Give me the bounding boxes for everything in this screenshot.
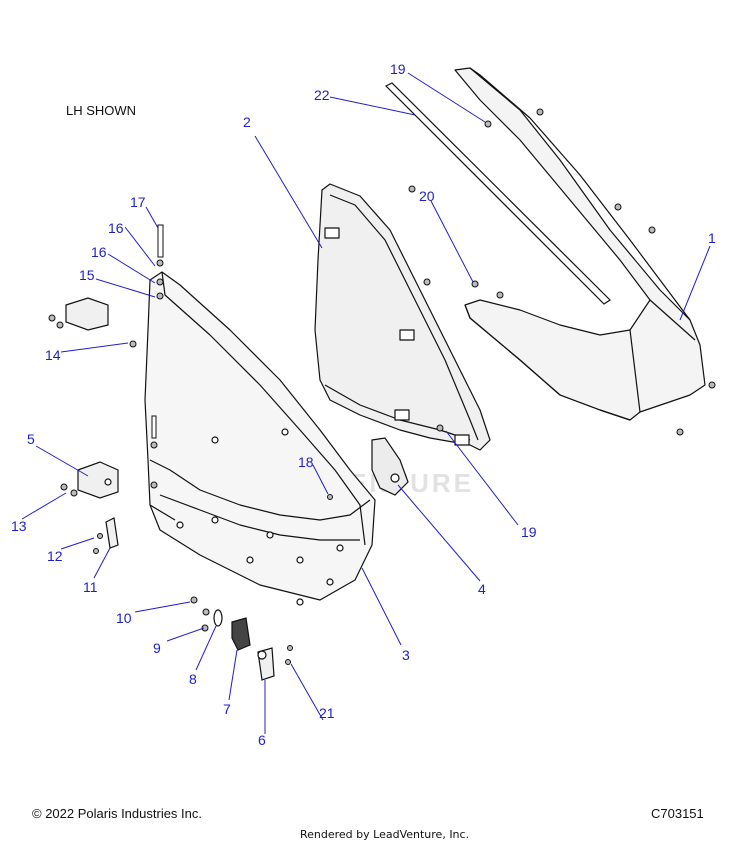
callout-12[interactable]: 12 [47,548,63,564]
callout-15[interactable]: 15 [79,267,95,283]
callout-16-lower[interactable]: 16 [91,244,107,260]
callout-13[interactable]: 13 [11,518,27,534]
callout-11[interactable]: 11 [83,579,98,595]
diagram-code: C703151 [651,806,704,821]
callout-18[interactable]: 18 [298,454,314,470]
part-2-window-panel [314,183,491,451]
part-6-striker [257,647,275,681]
part-8-ring [213,609,223,627]
callout-1[interactable]: 1 [708,230,716,246]
rendered-by-text: Rendered by LeadVenture, Inc. [300,828,470,841]
callout-16-upper[interactable]: 16 [108,220,124,236]
callout-19-upper[interactable]: 19 [390,61,406,77]
callout-4[interactable]: 4 [478,581,486,597]
fastener-parts [48,108,716,665]
callout-22[interactable]: 22 [314,87,330,103]
part-7-latch [231,617,251,651]
callout-21[interactable]: 21 [319,705,335,721]
part-3-lower-frame [144,271,376,606]
copyright-text: © 2022 Polaris Industries Inc. [32,806,202,821]
part-5-hinge-bracket [77,461,119,499]
callout-14[interactable]: 14 [45,347,61,363]
callout-17[interactable]: 17 [130,194,146,210]
callout-10[interactable]: 10 [116,610,132,626]
part-1-door-panel [454,67,706,421]
callout-9[interactable]: 9 [153,640,161,656]
callout-19-lower[interactable]: 19 [521,524,537,540]
leader-lines [21,72,711,734]
upper-hinge-bracket [65,297,109,331]
callout-7[interactable]: 7 [223,701,231,717]
callout-8[interactable]: 8 [189,671,197,687]
callout-5[interactable]: 5 [27,431,35,447]
part-11-clip [105,517,119,549]
part-22-seal-strip [384,82,611,305]
callout-6[interactable]: 6 [258,732,266,748]
callout-20[interactable]: 20 [419,188,435,204]
callout-2[interactable]: 2 [243,114,251,130]
callout-3[interactable]: 3 [402,647,410,663]
lh-shown-note: LH SHOWN [66,103,137,118]
